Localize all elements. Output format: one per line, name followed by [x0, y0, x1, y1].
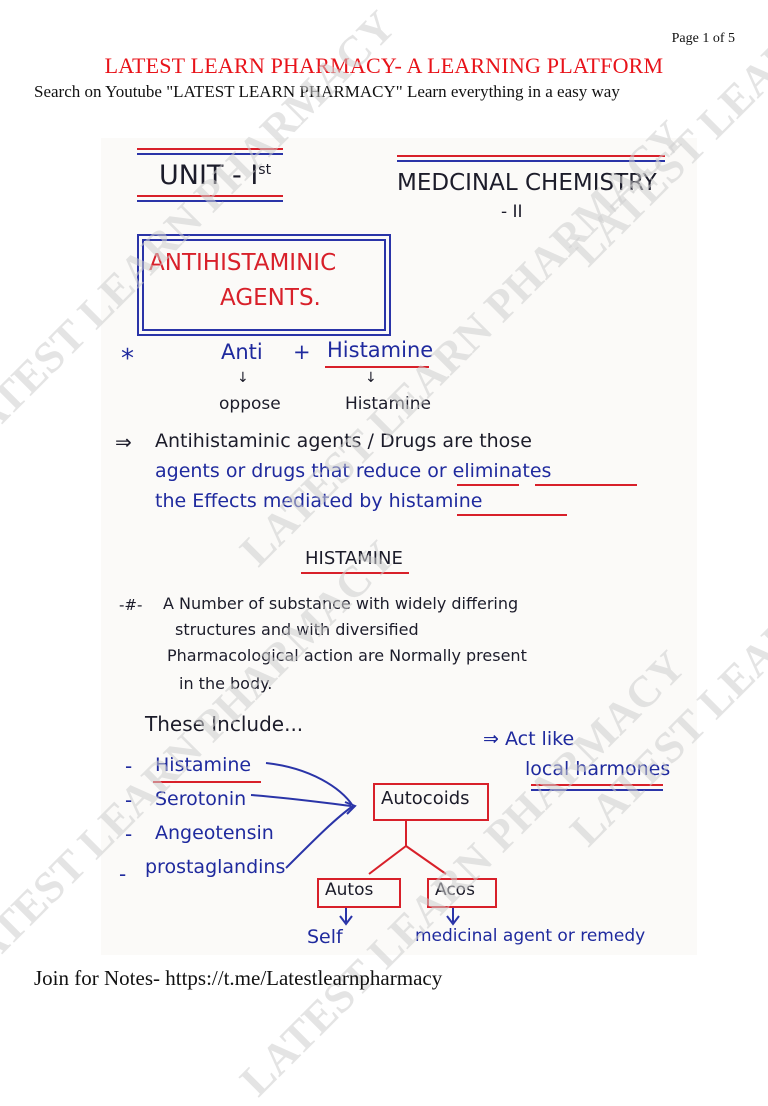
list-item-histamine: Histamine: [155, 754, 252, 776]
paragraph-line-2: structures and with diversified: [175, 620, 419, 639]
eliminates-underline: [535, 484, 637, 486]
definition-line-1: Antihistaminic agents / Drugs are those: [155, 430, 532, 452]
autocoids-box: [373, 783, 489, 821]
list-dash-3: -: [125, 822, 133, 846]
list-histamine-underline: [153, 781, 261, 783]
subject-line-1: MEDCINAL CHEMISTRY: [397, 170, 657, 196]
histamine-underline: [325, 366, 429, 368]
arrow-down-1: ↓: [237, 370, 249, 386]
handwritten-notes: UNIT - Ist MEDCINAL CHEMISTRY - II ANTIH…: [101, 138, 697, 955]
list-item-angeotensin: Angeotensin: [155, 822, 274, 844]
act-like-line-2: local harmones: [525, 758, 671, 780]
topic-box-inner: [142, 239, 386, 331]
topic-line-2: AGENTS.: [220, 285, 321, 311]
paragraph-mark: -#-: [119, 596, 143, 614]
unit-top-rule: [137, 148, 283, 150]
autos-label: Autos: [325, 880, 374, 900]
unit-bottom-rule-2: [137, 200, 283, 202]
page-number: Page 1 of 5: [671, 31, 735, 46]
platform-subtitle: Search on Youtube "LATEST LEARN PHARMACY…: [34, 82, 620, 101]
histamine-def-underline: [457, 514, 567, 516]
subject-top-rule: [397, 155, 665, 157]
histamine-heading: HISTAMINE: [305, 548, 403, 569]
act-like-underline-1: [531, 784, 663, 786]
reduce-underline: [457, 484, 519, 486]
paragraph-line-3: Pharmacological action are Normally pres…: [167, 646, 527, 665]
list-dash-2: -: [125, 788, 133, 812]
these-include: These Include...: [145, 712, 304, 736]
acos-label: Acos: [435, 880, 475, 900]
bullet-star: *: [121, 344, 134, 374]
histamine-meaning: Histamine: [345, 394, 431, 414]
topic-line-1: ANTIHISTAMINIC: [149, 250, 337, 276]
topic-box-outer: [137, 234, 391, 336]
paragraph-line-4: in the body.: [179, 674, 273, 693]
self-label: Self: [307, 926, 343, 948]
act-like-underline-2: [531, 789, 663, 791]
definition-line-2: agents or drugs that reduce or eliminate…: [155, 460, 552, 482]
subject-line-2: - II: [501, 202, 523, 222]
definition-arrow: ⇒: [115, 430, 132, 454]
footer-join-notes: Join for Notes- https://t.me/Latestlearn…: [34, 966, 443, 990]
act-like-line-1: ⇒ Act like: [483, 728, 575, 750]
autocoids-connectors: [250, 762, 460, 926]
histamine-heading-underline: [301, 572, 409, 574]
paragraph-line-1: A Number of substance with widely differ…: [163, 594, 519, 613]
word-histamine: Histamine: [327, 338, 434, 362]
autocoids-label: Autocoids: [381, 788, 470, 809]
platform-title: LATEST LEARN PHARMACY- A LEARNING PLATFO…: [104, 53, 664, 78]
list-dash-1: -: [125, 754, 133, 778]
arrow-down-2: ↓: [365, 370, 377, 386]
list-item-serotonin: Serotonin: [155, 788, 247, 810]
unit-superscript: st: [258, 162, 272, 178]
list-item-prostaglandins: prostaglandins: [145, 856, 286, 878]
unit-bottom-rule: [137, 195, 283, 197]
unit-top-rule-2: [137, 153, 283, 155]
subject-top-rule-2: [397, 160, 665, 162]
oppose-text: oppose: [219, 394, 281, 414]
word-anti: Anti: [221, 340, 263, 364]
acos-box: [427, 878, 497, 908]
plus-sign: +: [293, 340, 311, 364]
medicinal-label: medicinal agent or remedy: [415, 926, 646, 946]
definition-line-3: the Effects mediated by histamine: [155, 490, 483, 512]
list-dash-4: -: [119, 862, 127, 886]
unit-heading: UNIT - Ist: [159, 160, 271, 191]
autos-box: [317, 878, 401, 908]
unit-text: UNIT - I: [159, 160, 259, 191]
